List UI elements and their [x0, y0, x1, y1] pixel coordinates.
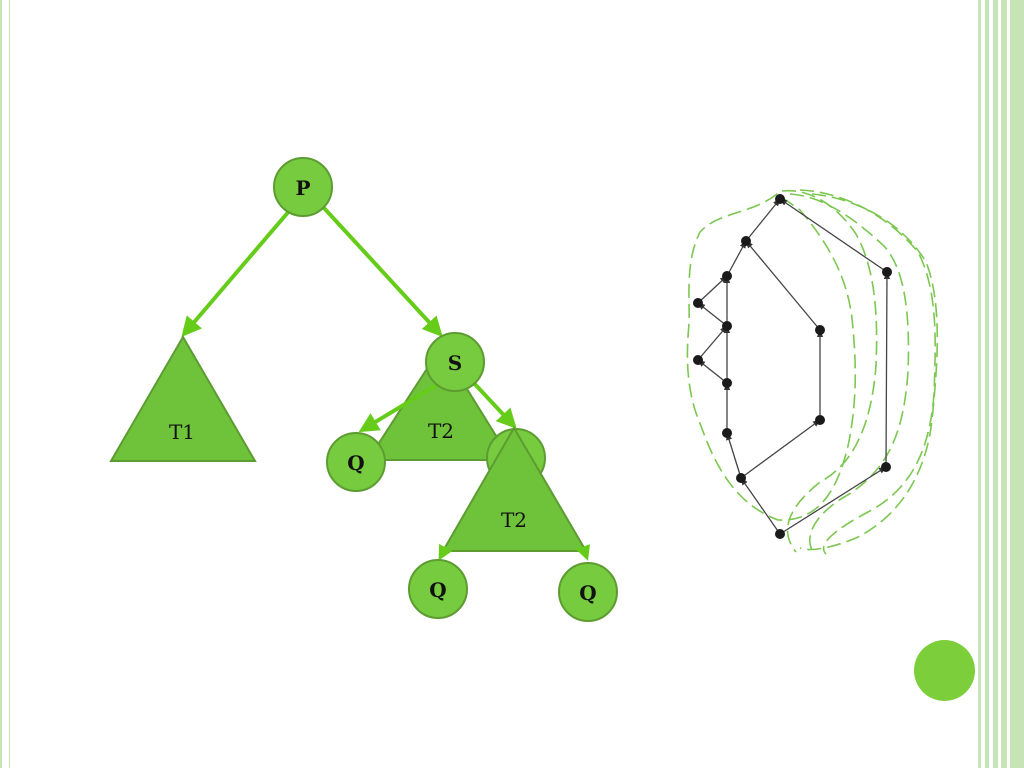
- graph-node: [775, 194, 785, 204]
- edge-p-s: [322, 206, 443, 337]
- graph-node: [882, 267, 892, 277]
- accent-circle: [914, 640, 975, 701]
- subtree-t2-label: T2: [428, 419, 454, 443]
- graph-edge: [697, 359, 728, 384]
- graph-node: [815, 325, 825, 335]
- graph-edge: [697, 302, 728, 327]
- edge-s-q: [358, 381, 442, 433]
- graph-edge: [740, 419, 821, 479]
- subtree-t1-label: T1: [169, 420, 195, 444]
- graph-diagram: [686, 189, 939, 555]
- right-border-stripe: [1001, 0, 1024, 768]
- dashed-contours: [686, 189, 939, 555]
- right-border-stripe: [978, 0, 981, 768]
- node-q-bottom-left: [408, 559, 468, 619]
- graph-edge: [726, 432, 742, 479]
- graph-edge: [697, 325, 728, 361]
- edge-t2-q-left: [438, 543, 453, 561]
- graph-edge: [745, 240, 821, 331]
- graph-node: [736, 473, 746, 483]
- graph-edge: [779, 466, 887, 535]
- graph-node: [775, 529, 785, 539]
- dashed-contour: [799, 189, 937, 555]
- edge-p-t1: [181, 208, 292, 338]
- graph-node: [722, 428, 732, 438]
- graph-edge: [697, 275, 728, 304]
- graph-node: [741, 236, 751, 246]
- graph-node: [722, 321, 732, 331]
- left-border-line: [0, 0, 2, 768]
- dashed-contour: [799, 193, 939, 551]
- node-p-label: P: [295, 176, 310, 200]
- node-s: [425, 332, 485, 392]
- subtree-t2-second-triangle: [441, 426, 588, 552]
- tree-diagram: T1 T2 Q S T2 Q Q: [109, 157, 618, 622]
- left-border-line: [9, 0, 10, 768]
- dashed-contour: [781, 189, 878, 553]
- node-q-left-label: Q: [347, 451, 364, 475]
- graph-node: [693, 298, 703, 308]
- dashed-contour: [686, 193, 857, 521]
- right-border-stripe: [993, 0, 998, 768]
- node-q-bottom-right: [558, 562, 618, 622]
- node-p: [273, 157, 333, 217]
- graph-node: [693, 355, 703, 365]
- edge-s-right: [470, 379, 517, 429]
- graph-nodes: [693, 194, 892, 539]
- graph-edge: [726, 240, 747, 277]
- right-border-stripe: [985, 0, 989, 768]
- graph-edge: [740, 477, 781, 535]
- dashed-contour: [789, 193, 910, 551]
- subtree-t1-triangle: [109, 335, 257, 462]
- graph-node: [722, 378, 732, 388]
- node-q-left: [326, 432, 386, 492]
- graph-edges: [697, 198, 891, 535]
- graph-edge: [779, 198, 888, 273]
- graph-edge: [745, 198, 781, 242]
- graph-edge: [883, 271, 891, 468]
- graph-node: [722, 271, 732, 281]
- graph-node: [815, 415, 825, 425]
- graph-node: [881, 462, 891, 472]
- subtree-t2-second-label: T2: [501, 508, 527, 532]
- node-q-bottom-right-label: Q: [579, 581, 596, 605]
- node-s-label: S: [448, 351, 462, 375]
- node-q-bottom-left-label: Q: [429, 578, 446, 602]
- edge-t2-q-right: [575, 544, 590, 561]
